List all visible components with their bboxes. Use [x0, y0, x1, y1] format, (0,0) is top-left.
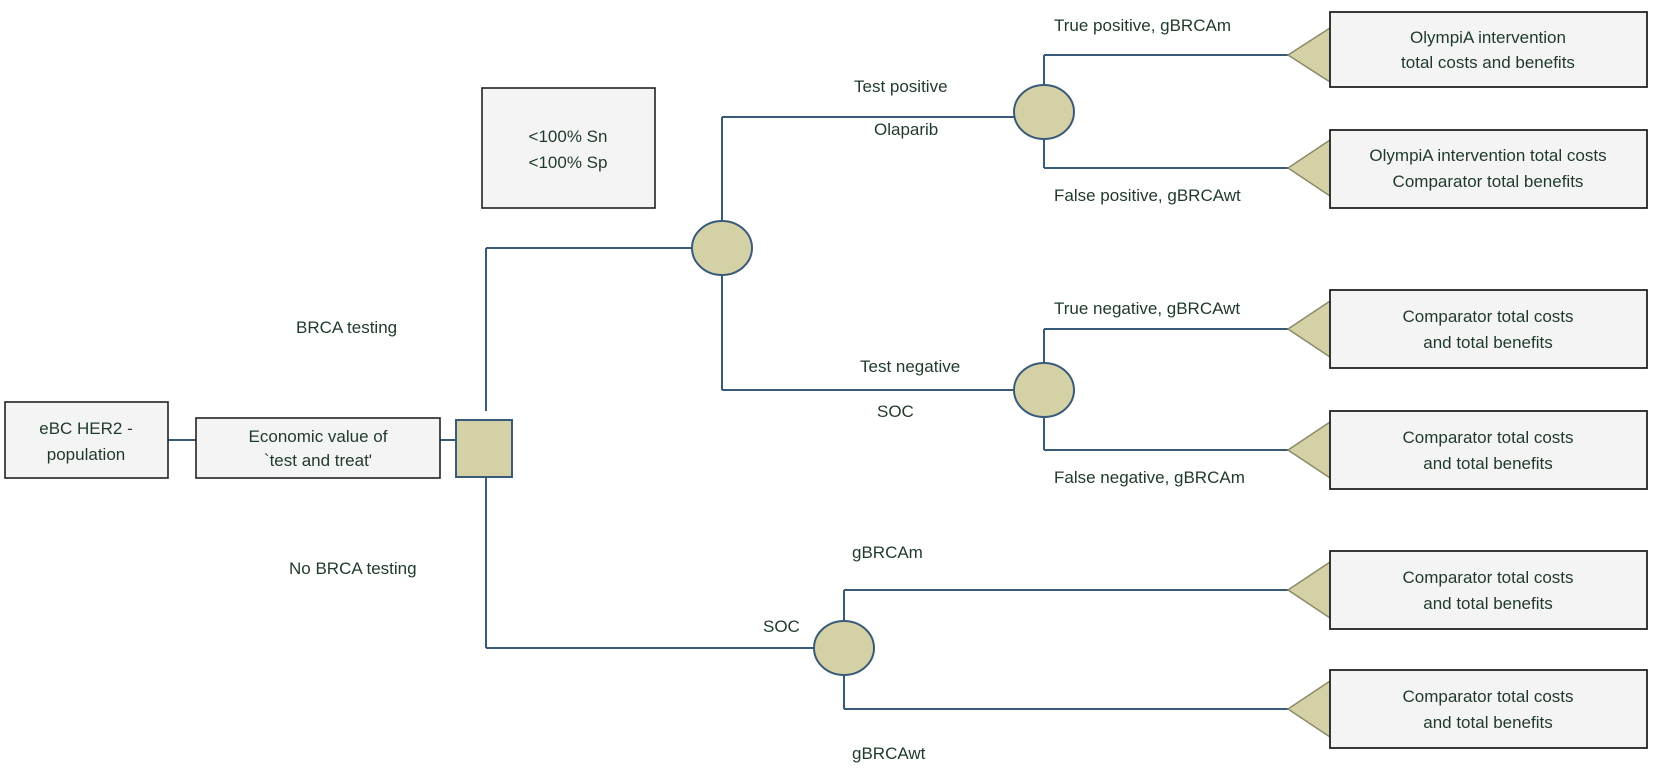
question-box: Economic value of `test and treat': [195, 417, 441, 479]
outcome-5-line1: Comparator total costs: [1402, 568, 1573, 587]
population-box: eBC HER2 - population: [4, 401, 169, 479]
outcome-6-line2: and total benefits: [1423, 713, 1552, 732]
label-no-brca-testing: No BRCA testing: [289, 559, 417, 578]
outcome-3-line1: Comparator total costs: [1402, 307, 1573, 326]
outcome-box-2: OlympiA intervention total costs Compara…: [1329, 129, 1648, 209]
chance-node-testing: [691, 220, 753, 276]
outcome-box-6: Comparator total costs and total benefit…: [1329, 669, 1648, 749]
label-true-positive: True positive, gBRCAm: [1054, 16, 1231, 35]
decision-node: [455, 419, 513, 478]
terminal-node-6: [1286, 679, 1331, 739]
label-test-negative: Test negative: [860, 357, 960, 376]
connector-lines: [168, 54, 1288, 710]
accuracy-box: <100% Sn <100% Sp: [481, 87, 656, 209]
label-gbrcawt: gBRCAwt: [852, 744, 926, 763]
label-gbrcam: gBRCAm: [852, 543, 923, 562]
outcome-5-line2: and total benefits: [1423, 594, 1552, 613]
terminal-node-3: [1286, 299, 1331, 359]
label-true-negative: True negative, gBRCAwt: [1054, 299, 1240, 318]
chance-node-test-negative: [1013, 362, 1075, 418]
label-soc-no-testing: SOC: [763, 617, 800, 636]
label-olaparib: Olaparib: [874, 120, 938, 139]
outcome-2-line2: Comparator total benefits: [1393, 172, 1584, 191]
question-label-line2: `test and treat': [264, 451, 372, 470]
question-label-line1: Economic value of: [249, 427, 388, 446]
terminal-node-1: [1286, 26, 1331, 84]
outcome-4-line2: and total benefits: [1423, 454, 1552, 473]
label-false-positive: False positive, gBRCAwt: [1054, 186, 1241, 205]
outcome-6-line1: Comparator total costs: [1402, 687, 1573, 706]
chance-node-no-testing: [813, 620, 875, 676]
population-label-line1: eBC HER2 -: [39, 419, 133, 438]
accuracy-sensitivity: <100% Sn: [529, 127, 608, 146]
outcome-box-4: Comparator total costs and total benefit…: [1329, 410, 1648, 490]
outcome-4-line1: Comparator total costs: [1402, 428, 1573, 447]
terminal-node-4: [1286, 420, 1331, 480]
outcome-box-3: Comparator total costs and total benefit…: [1329, 289, 1648, 369]
outcome-3-line2: and total benefits: [1423, 333, 1552, 352]
terminal-node-2: [1286, 138, 1331, 198]
outcome-2-line1: OlympiA intervention total costs: [1369, 146, 1606, 165]
terminal-node-5: [1286, 560, 1331, 620]
label-soc-testing: SOC: [877, 402, 914, 421]
label-test-positive: Test positive: [854, 77, 948, 96]
population-label-line2: population: [47, 445, 125, 464]
label-false-negative: False negative, gBRCAm: [1054, 468, 1245, 487]
outcome-box-1: OlympiA intervention total costs and ben…: [1329, 11, 1648, 88]
outcome-1-line2: total costs and benefits: [1401, 53, 1575, 72]
outcome-1-line1: OlympiA intervention: [1410, 28, 1566, 47]
label-brca-testing: BRCA testing: [296, 318, 397, 337]
accuracy-specificity: <100% Sp: [529, 153, 608, 172]
outcome-box-5: Comparator total costs and total benefit…: [1329, 550, 1648, 630]
chance-node-test-positive: [1013, 84, 1075, 140]
